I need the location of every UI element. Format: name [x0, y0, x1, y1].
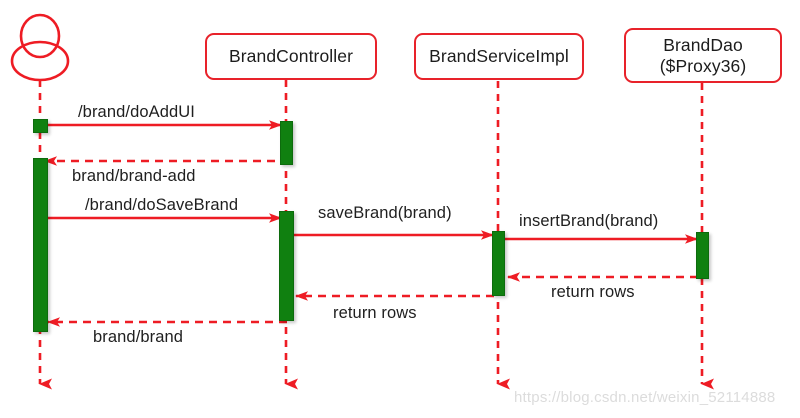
message-label-doAddUI: /brand/doAddUI — [78, 103, 195, 121]
activation-dao-1 — [696, 232, 709, 279]
activation-controller-2 — [279, 211, 294, 321]
messages-group — [40, 120, 698, 327]
message-label-saveBrand: saveBrand(brand) — [318, 204, 452, 222]
participant-box-service[interactable]: BrandServiceImpl — [414, 33, 584, 80]
watermark-text: https://blog.csdn.net/weixin_52114888 — [514, 389, 776, 406]
lifelines-group — [38, 80, 714, 390]
participant-label-dao-proxy: ($Proxy36) — [659, 55, 747, 76]
message-label-return-rows-dao: return rows — [551, 283, 635, 301]
participant-label-service: BrandServiceImpl — [429, 46, 569, 67]
message-label-doSaveBrand: /brand/doSaveBrand — [85, 196, 239, 214]
participant-label-controller: BrandController — [228, 46, 354, 67]
participant-label-dao: BrandDao — [663, 34, 743, 55]
activation-service-1 — [492, 231, 505, 296]
participant-box-dao[interactable]: BrandDao ($Proxy36) — [624, 28, 782, 83]
message-label-return-rows-service: return rows — [333, 304, 417, 322]
message-label-insertBrand: insertBrand(brand) — [519, 212, 659, 230]
activation-actor-1 — [33, 119, 48, 133]
message-label-brand-return: brand/brand — [93, 328, 184, 346]
participant-box-controller[interactable]: BrandController — [205, 33, 377, 80]
activation-actor-2 — [33, 158, 48, 332]
actor-figure — [10, 13, 70, 82]
message-label-brand-add: brand/brand-add — [72, 167, 196, 185]
activation-controller-1 — [280, 121, 293, 165]
